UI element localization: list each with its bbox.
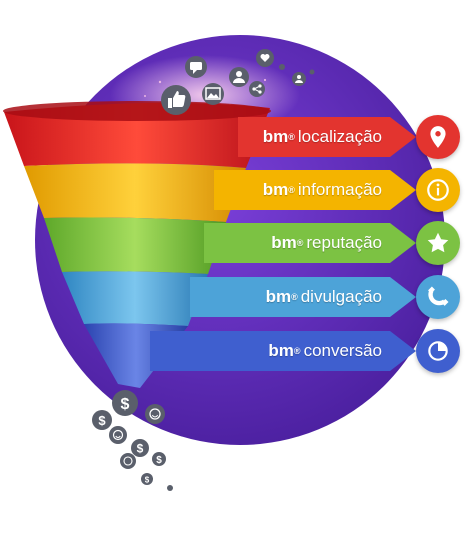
location-pin-icon [416, 115, 460, 159]
registered-mark: ® [293, 346, 301, 356]
pie-chart-icon [416, 329, 460, 373]
magnet-icon [416, 275, 460, 319]
banner-reputacao: bm®reputação [204, 223, 416, 263]
banner-divulgacao: bm®divulgação [190, 277, 416, 317]
registered-mark: ® [288, 132, 295, 142]
funnel-tier-divulgacao [62, 271, 208, 326]
info-icon [416, 168, 460, 212]
registered-mark: ® [296, 238, 304, 248]
brand-text: bm [271, 233, 297, 252]
funnel [3, 101, 271, 388]
stage-label-conversao: conversão [303, 341, 382, 360]
banner-localizacao: bm®localização [238, 117, 416, 157]
brand-text: bm [262, 127, 289, 146]
registered-mark: ® [291, 292, 298, 302]
banner-conversao: bm®conversão [150, 331, 416, 371]
banner-informacao: bm®informação [214, 170, 416, 210]
star-icon [416, 221, 460, 265]
stage-label-divulgacao: divulgação [300, 287, 382, 306]
stage-label-localizacao: localização [297, 127, 382, 146]
brand-text: bm [268, 341, 294, 360]
funnel-tier-informacao [24, 163, 246, 222]
registered-mark: ® [288, 185, 295, 195]
brand-text: bm [265, 287, 292, 306]
stage-label-informacao: informação [297, 180, 382, 199]
stage-label-reputacao: reputação [306, 233, 382, 252]
funnel-tier-reputacao [44, 217, 226, 274]
brand-text: bm [262, 180, 289, 199]
